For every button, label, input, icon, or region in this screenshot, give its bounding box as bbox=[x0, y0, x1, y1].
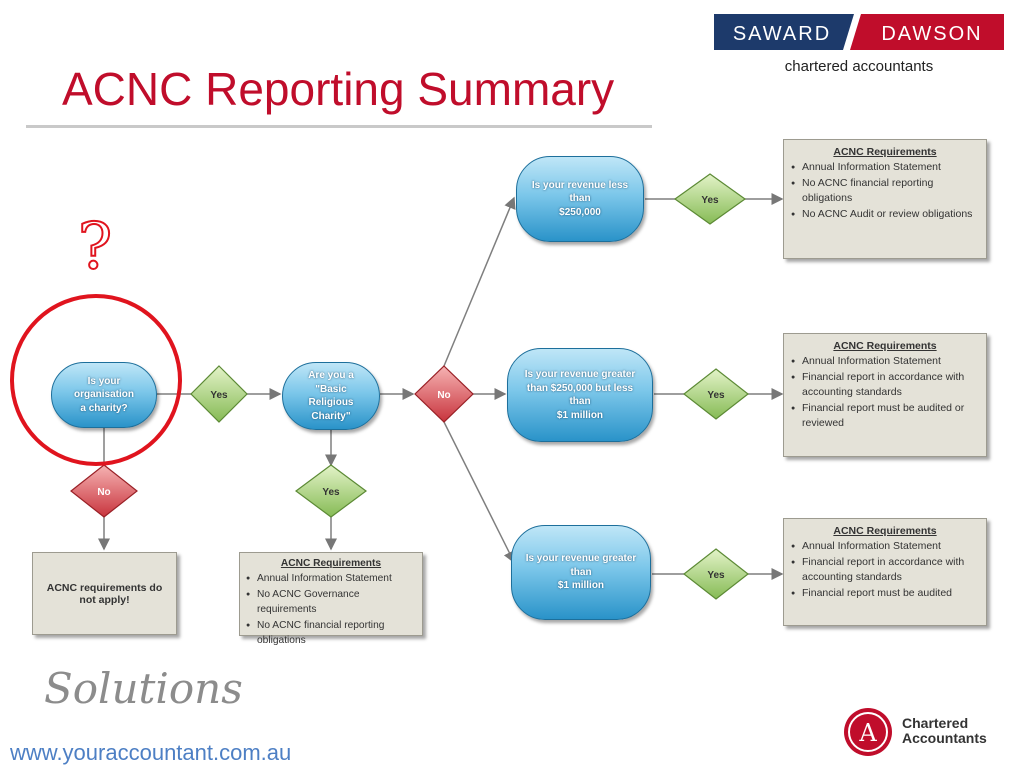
decision-label: No bbox=[97, 487, 110, 498]
requirement-item: Annual Information Statement bbox=[246, 571, 415, 587]
box-low-revenue-requirements: ACNC Requirements Annual Information Sta… bbox=[783, 139, 987, 259]
box-heading: ACNC Requirements bbox=[280, 558, 382, 569]
highlight-circle bbox=[10, 294, 182, 466]
logo-left-text: SAWARD bbox=[733, 23, 831, 45]
requirement-item: Financial report in accordance with acco… bbox=[791, 370, 978, 401]
decision-yes-religious: Yes bbox=[294, 464, 368, 518]
requirement-item: Annual Information Statement bbox=[791, 539, 978, 555]
connector bbox=[443, 196, 516, 367]
ca-badge-icon: A bbox=[844, 708, 892, 756]
chartered-accountants-text: Chartered Accountants bbox=[902, 716, 987, 746]
box-heading: ACNC Requirements bbox=[833, 146, 937, 158]
requirement-item: Annual Information Statement bbox=[791, 160, 978, 176]
decision-yes-high: Yes bbox=[683, 548, 749, 600]
node-revenue-over-1m: Is your revenue greater than $1 million bbox=[511, 525, 651, 620]
requirement-item: No ACNC Audit or review obligations bbox=[791, 207, 978, 223]
logo-right-text: DAWSON bbox=[881, 23, 982, 45]
requirement-item: Financial report must be audited or revi… bbox=[791, 401, 978, 432]
requirement-item: Financial report must be audited bbox=[791, 586, 978, 602]
requirement-item: Annual Information Statement bbox=[791, 354, 978, 370]
requirement-item: No ACNC financial reporting obligations bbox=[791, 176, 978, 207]
decision-label: Yes bbox=[210, 390, 228, 401]
node-revenue-less-250k: Is your revenue less than $250,000 bbox=[516, 156, 644, 242]
decision-label: Yes bbox=[322, 487, 340, 498]
decision-no-charity: No bbox=[70, 464, 138, 518]
saward-dawson-logo: SAWARD DAWSON bbox=[714, 14, 1004, 50]
decision-label: No bbox=[437, 390, 450, 401]
decision-label: Yes bbox=[701, 195, 719, 206]
box-mid-revenue-requirements: ACNC Requirements Annual Information Sta… bbox=[783, 333, 987, 457]
logo-subtitle: chartered accountants bbox=[784, 58, 934, 75]
decision-no-religious: No bbox=[414, 365, 474, 423]
question-mark-icon: ? bbox=[77, 212, 113, 278]
ca-line-2: Accountants bbox=[902, 730, 987, 746]
box-heading: ACNC Requirements bbox=[833, 340, 937, 352]
requirement-item: Financial report in accordance with acco… bbox=[791, 555, 978, 586]
svg-text:A: A bbox=[858, 719, 877, 747]
footer-url[interactable]: www.youraccountant.com.au bbox=[10, 740, 292, 765]
box-religious-requirements: ACNC Requirements Annual Information Sta… bbox=[239, 552, 423, 646]
page-title: ACNC Reporting Summary bbox=[62, 63, 615, 115]
decision-yes-low: Yes bbox=[673, 173, 747, 225]
box-high-revenue-requirements: ACNC Requirements Annual Information Sta… bbox=[783, 518, 987, 626]
decision-label: Yes bbox=[707, 570, 725, 581]
ca-line-1: Chartered bbox=[902, 715, 969, 731]
svg-text:?: ? bbox=[78, 212, 112, 278]
node-is-charity: Is your organisation a charity? bbox=[51, 362, 157, 428]
decision-yes-charity: Yes bbox=[190, 365, 248, 423]
node-revenue-250k-1m: Is your revenue greater than $250,000 bu… bbox=[507, 348, 653, 442]
box-requirements-not-apply: ACNC requirements do not apply! bbox=[32, 552, 177, 635]
title-divider bbox=[26, 125, 652, 128]
connector bbox=[443, 421, 515, 564]
decision-yes-mid: Yes bbox=[683, 368, 749, 420]
requirement-item: No ACNC Governance requirements bbox=[246, 587, 415, 618]
decision-label: Yes bbox=[707, 390, 725, 401]
solutions-wordmark: Solutions bbox=[44, 664, 243, 713]
box-heading: ACNC Requirements bbox=[833, 525, 937, 537]
node-basic-religious-charity: Are you a "Basic Religious Charity" bbox=[282, 362, 380, 430]
requirement-item: No ACNC financial reporting obligations bbox=[246, 618, 415, 649]
